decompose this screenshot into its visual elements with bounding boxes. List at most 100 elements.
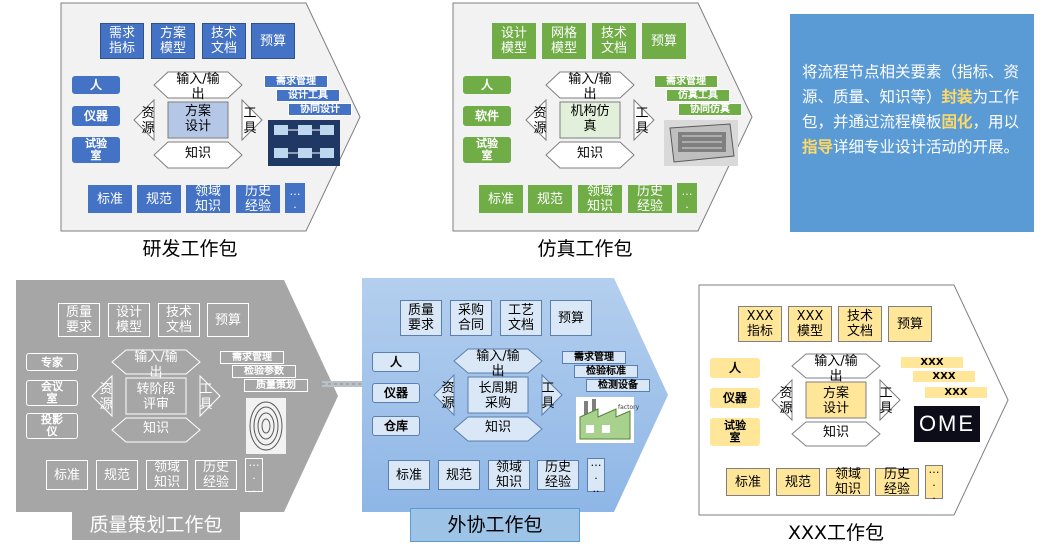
sim-top-item: 设计 模型 [492,23,536,59]
description-highlight: 固化 [941,113,973,131]
description-text: 详细专业设计活动的开展。 [833,138,1020,156]
quality-process-hex-shape [91,349,221,443]
sim-bottom-item: … . [677,183,697,213]
rd-left-item: 试验 室 [72,137,120,163]
sim-bottom-item: 领域 知识 [578,184,622,214]
xxx-bottom-item: 标准 [726,468,770,496]
sim-top-item: 预算 [642,23,686,59]
sim-tool-label: 工 具 [635,106,649,136]
rd-tool-screenshot-image [268,120,340,166]
rd-resource-label: 资 源 [141,106,155,136]
outsource-top-item: 质量 要求 [400,300,442,336]
outsource-tool-tag: 需求管理 [562,351,626,364]
xxx-tool-tag: XXX [912,370,976,383]
quality-caption: 质量策划工作包 [72,510,240,540]
outsource-tool-tag: 检验标准 [574,365,638,378]
quality-fingerprint-image [246,398,286,454]
outsource-center-label: 长周期 采购 [478,381,518,411]
xxx-logo-image: OME [914,406,980,442]
quality-process-hex [88,348,224,444]
quality-center-label: 转阶段 评审 [136,382,176,412]
rd-bottom-item: 领域 知识 [186,184,230,214]
quality-bottom-item: 规范 [96,460,138,490]
xxx-io-label: 输入/输 出 [814,354,858,384]
outsource-left-item: 仪器 [372,383,420,403]
sim-left-item: 试验 室 [463,137,511,163]
quality-tool-tag: 质量策划 [244,379,308,392]
xxx-logo-text: OME [918,411,976,436]
description-text: 将流程节点相关要素（指标、资源、质量、知识等） [802,63,1020,106]
outsource-knowledge-label: 知识 [484,420,511,435]
sim-bottom-item: 历史 经验 [628,184,672,214]
outsource-left-item: 人 [372,352,420,372]
outsource-top-item: 采购 合同 [450,300,492,336]
description-text: ，用以 [972,113,1020,131]
quality-top-item: 质量 要求 [58,303,100,337]
sim-equipment-image [664,120,738,166]
quality-left-item: 会议 室 [26,380,78,406]
sim-top-item: 网格 模型 [542,23,586,59]
xxx-left-item: 仪器 [710,388,760,408]
rd-tool-tag: 协同设计 [288,103,352,116]
rd-bottom-item: 规范 [137,185,181,213]
quality-package-shape [16,280,338,512]
quality-resource-label: 资 源 [99,382,113,412]
quality-package [16,280,338,512]
xxx-tool-tag: XXX [900,356,964,369]
xxx-process-hex [768,352,904,448]
outsource-factory-image [576,397,634,443]
xxx-caption: XXX工作包 [787,522,885,544]
rd-io-label: 输入/输 出 [176,72,220,102]
sim-bottom-item: 标准 [479,185,523,213]
quality-left-item: 专家 [26,353,78,371]
outsource-left-item: 仓库 [372,416,420,436]
sim-bottom-item: 规范 [528,185,572,213]
sim-process-hex-shape [525,71,655,169]
quality-bottom-item: 领域 知识 [146,460,188,490]
outsource-bottom-item: 历史 经验 [537,460,579,490]
quality-top-item: 设计 模型 [108,303,150,337]
outsource-factory-label: factory [618,404,640,411]
sim-left-item: 人 [463,76,511,94]
sim-tool-tag: 仿真工具 [666,89,730,102]
outsource-process-hex-shape [433,348,563,442]
rd-tool-label: 工 具 [243,106,257,136]
outsource-tool-tag: 检测设备 [586,379,650,392]
rd-bottom-item: … . [285,183,305,213]
quality-bottom-item: 标准 [46,460,88,490]
outsource-top-item: 预算 [550,300,592,336]
xxx-center-label: 方案 设计 [822,386,849,416]
outsource-caption: 外协工作包 [410,508,580,542]
sim-knowledge-label: 知识 [576,146,603,161]
outsource-io-label: 输入/输 出 [476,349,520,379]
outsource-bottom-item: … . .. [587,456,605,495]
rd-process-hex-shape [133,71,263,169]
rd-top-item: 预算 [251,23,295,59]
xxx-bottom-item: … . . [925,463,943,502]
xxx-top-item: 预算 [888,306,932,342]
rd-tool-tag: 设计工具 [276,89,340,102]
outsource-process-hex [430,347,566,443]
sim-process-hex [522,70,658,170]
rd-process-hex [130,70,266,170]
quality-top-item: 预算 [207,303,249,337]
quality-io-label: 输入/输 出 [134,350,178,380]
outsource-tool-label: 工 具 [541,381,555,411]
rd-tool-tag: 需求管理 [264,75,328,88]
xxx-bottom-item: 历史 经验 [875,467,919,497]
description-highlight: 封装 [941,88,973,106]
description-text: 为工作包，并通过流程模板 [802,88,1020,131]
xxx-left-item: 人 [710,358,760,378]
rd-bottom-item: 历史 经验 [236,184,280,214]
quality-bottom-item: 历史 经验 [195,460,237,490]
xxx-resource-label: 资 源 [779,386,793,416]
xxx-bottom-item: 领域 知识 [826,467,870,497]
outsource-resource-label: 资 源 [441,381,455,411]
xxx-process-hex-shape [771,353,901,447]
sim-resource-label: 资 源 [533,106,547,136]
quality-tool-label: 工 具 [199,382,213,412]
sim-left-item: 软件 [463,106,511,126]
xxx-tool-tag: XXX [924,386,988,399]
rd-top-item: 方案 模型 [151,23,195,59]
rd-top-item: 技术 文档 [202,23,246,59]
